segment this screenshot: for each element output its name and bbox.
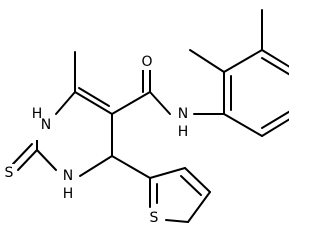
bond-th-c2-c3 <box>149 167 186 179</box>
bond-c6-n1 <box>55 91 76 115</box>
bond-carbonyl-c5 <box>111 91 151 115</box>
atom-label-oxygen: O <box>141 54 152 70</box>
bond-ring-a6-a5 <box>223 113 263 137</box>
atom-label-n1-h: H <box>32 106 43 122</box>
atom-labels: O N H H N N H S S <box>2 54 191 228</box>
bond-n-carbonyl <box>149 91 171 115</box>
bond-ring-a1-a2 <box>223 49 263 73</box>
bond-n3-c4 <box>79 155 113 177</box>
chemical-structure: O N H H N N H S S <box>2 9 289 228</box>
atom-label-amide-h: H <box>178 124 189 140</box>
bond-c4-thienyl <box>111 155 151 179</box>
bond-c5-c6-inner <box>78 87 110 107</box>
atom-label-thione-s: S <box>5 165 14 181</box>
bond-cs-1 <box>17 149 38 171</box>
bond-th-c4-c5 <box>187 191 211 223</box>
bond-ring-a5-a4-inner <box>261 110 289 129</box>
bond-ring-a2-a3-inner <box>261 57 289 76</box>
bond-th-c3-c4 <box>184 167 211 193</box>
bond-cs-2 <box>12 143 33 165</box>
bonds <box>12 9 289 223</box>
atom-label-amide-n: N <box>178 106 188 122</box>
bond-ring-a5-a4 <box>261 118 289 137</box>
atom-label-n3-h: H <box>63 186 74 202</box>
bond-c5-c6 <box>74 91 113 115</box>
bond-ring-a2-a3 <box>261 49 289 68</box>
atom-label-thiophene-s: S <box>150 210 159 226</box>
atom-label-n1-n: N <box>41 117 51 133</box>
atom-label-n3-n: N <box>63 168 73 184</box>
bond-th-c5-s <box>165 219 189 223</box>
bond-th-c3-c4-inner <box>180 175 202 196</box>
bond-c2-n3 <box>36 149 57 171</box>
bond-methyl-ortho <box>189 49 225 73</box>
